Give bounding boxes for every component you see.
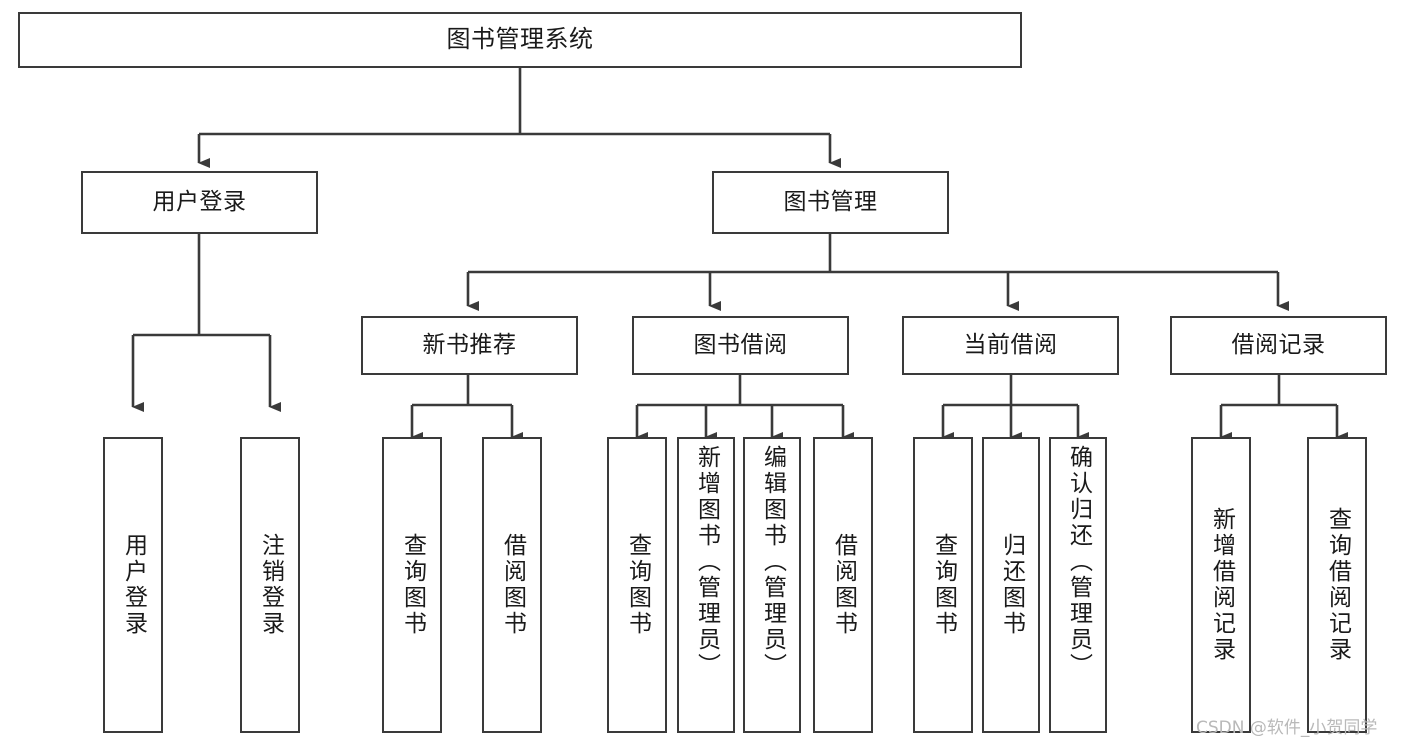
node-label: 注销登录 (257, 533, 284, 637)
node-label: 查询图书 (930, 533, 957, 637)
leaf-book-borrow-borrow[interactable]: 借阅图书 (813, 437, 873, 733)
leaf-borrow-record-add[interactable]: 新增借阅记录 (1191, 437, 1251, 733)
node-label: 当前借阅 (963, 332, 1058, 359)
leaf-book-borrow-edit[interactable]: 编辑图书（管理员） (743, 437, 801, 733)
node-book-management[interactable]: 图书管理 (712, 171, 949, 234)
leaf-current-borrow-return[interactable]: 归还图书 (982, 437, 1040, 733)
node-root-system[interactable]: 图书管理系统 (18, 12, 1022, 68)
node-label: 用户登录 (120, 533, 147, 637)
node-user-login[interactable]: 用户登录 (81, 171, 318, 234)
node-label: 借阅记录 (1231, 332, 1326, 359)
node-label: 归还图书 (998, 533, 1025, 637)
leaf-user-login-login[interactable]: 用户登录 (103, 437, 163, 733)
node-label: 用户登录 (152, 189, 247, 216)
node-label: 新增图书（管理员） (693, 445, 720, 679)
leaf-borrow-record-query[interactable]: 查询借阅记录 (1307, 437, 1367, 733)
leaf-book-borrow-query[interactable]: 查询图书 (607, 437, 667, 733)
node-current-borrow[interactable]: 当前借阅 (902, 316, 1119, 375)
leaf-user-login-logout[interactable]: 注销登录 (240, 437, 300, 733)
node-new-book-recommend[interactable]: 新书推荐 (361, 316, 578, 375)
node-book-borrow[interactable]: 图书借阅 (632, 316, 849, 375)
node-label: 图书管理系统 (446, 25, 594, 54)
leaf-current-borrow-confirm-return[interactable]: 确认归还（管理员） (1049, 437, 1107, 733)
leaf-new-book-query[interactable]: 查询图书 (382, 437, 442, 733)
csdn-watermark: CSDN @软件_小贺同学 (1196, 718, 1378, 738)
node-label: 借阅图书 (830, 533, 857, 637)
leaf-current-borrow-query[interactable]: 查询图书 (913, 437, 973, 733)
node-label: 编辑图书（管理员） (759, 445, 786, 679)
node-borrow-record[interactable]: 借阅记录 (1170, 316, 1387, 375)
node-label: 查询图书 (399, 533, 426, 637)
node-label: 新增借阅记录 (1208, 507, 1235, 663)
leaf-book-borrow-add[interactable]: 新增图书（管理员） (677, 437, 735, 733)
leaf-new-book-borrow[interactable]: 借阅图书 (482, 437, 542, 733)
node-label: 确认归还（管理员） (1065, 445, 1092, 679)
node-label: 查询借阅记录 (1324, 507, 1351, 663)
node-label: 图书管理 (783, 189, 878, 216)
node-label: 查询图书 (624, 533, 651, 637)
node-label: 图书借阅 (693, 332, 788, 359)
node-label: 借阅图书 (499, 533, 526, 637)
node-label: 新书推荐 (422, 332, 517, 359)
